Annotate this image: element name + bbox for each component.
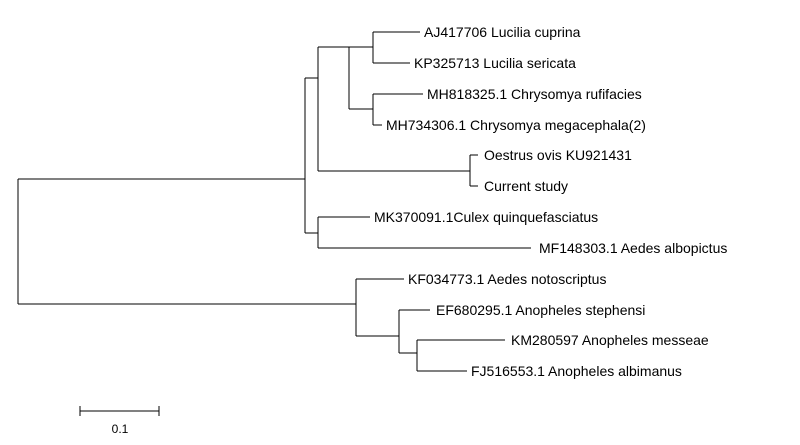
leaf-label: MH734306.1 Chrysomya megacephala(2) bbox=[386, 117, 646, 133]
leaf-label: AJ417706 Lucilia cuprina bbox=[424, 24, 581, 40]
leaf-label: KP325713 Lucilia sericata bbox=[414, 55, 576, 71]
leaf-label: Current study bbox=[484, 178, 568, 194]
leaf-label: FJ516553.1 Anopheles albimanus bbox=[471, 363, 682, 379]
leaf-label: KM280597 Anopheles messeae bbox=[511, 332, 709, 348]
leaf-label: MF148303.1 Aedes albopictus bbox=[539, 240, 727, 256]
leaf-label: MK370091.1Culex quinquefasciatus bbox=[374, 209, 598, 225]
scale-bar-label: 0.1 bbox=[112, 422, 129, 436]
leaf-label: Oestrus ovis KU921431 bbox=[484, 147, 632, 163]
leaf-label: EF680295.1 Anopheles stephensi bbox=[436, 302, 645, 318]
leaf-label: MH818325.1 Chrysomya rufifacies bbox=[427, 86, 642, 102]
scale-bar: 0.1 bbox=[79, 406, 160, 436]
leaf-label: KF034773.1 Aedes notoscriptus bbox=[408, 271, 606, 287]
